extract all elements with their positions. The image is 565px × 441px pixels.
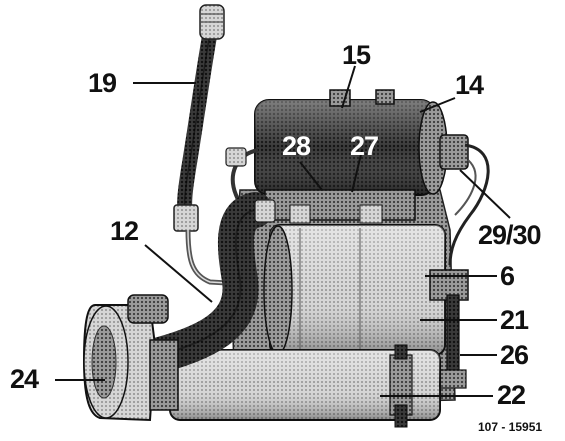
callout-6: 6 [500, 261, 515, 291]
callout-12: 12 [110, 216, 139, 246]
callout-26: 26 [500, 340, 529, 370]
callout-22: 22 [497, 380, 526, 410]
figure-reference-number: 107 - 15951 [478, 420, 543, 434]
callout-21: 21 [500, 305, 529, 335]
callout-15: 15 [342, 40, 371, 70]
callout-28: 28 [282, 131, 311, 161]
leader-lines [55, 65, 511, 397]
callout-24: 24 [10, 364, 39, 394]
callout-29-30: 29/30 [478, 220, 542, 250]
callout-27: 27 [350, 131, 379, 161]
callout-14: 14 [455, 70, 484, 100]
callout-19: 19 [88, 68, 117, 98]
